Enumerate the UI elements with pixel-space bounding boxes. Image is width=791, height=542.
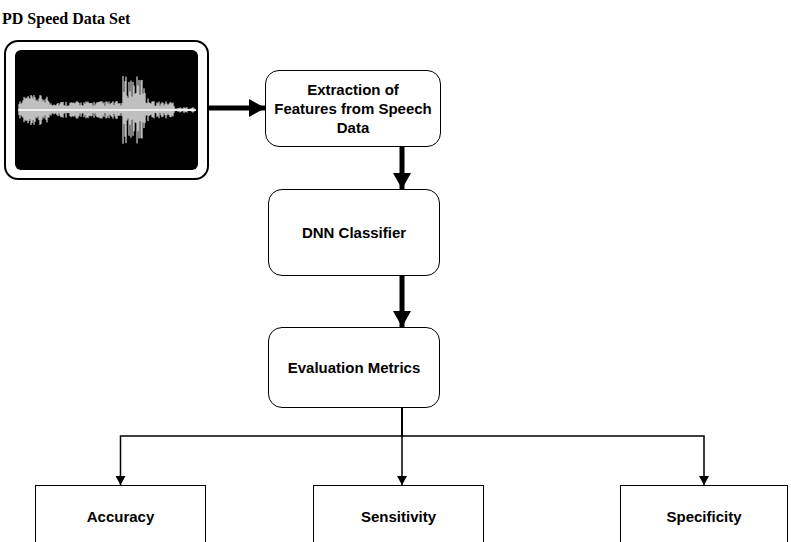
- box-label: Extraction of Features from Speech Data: [266, 80, 440, 137]
- data-set-heading: PD Speed Data Set: [2, 9, 130, 28]
- metric-box: Specificity: [620, 485, 788, 542]
- flow-arrow: [209, 106, 265, 111]
- process-box: Evaluation Metrics: [268, 327, 440, 408]
- box-label: Accuracy: [79, 507, 163, 526]
- box-label: DNN Classifier: [294, 223, 414, 242]
- waveform-screen: [15, 50, 198, 170]
- speech-image-box: PD Speed Data Set: [4, 40, 209, 180]
- waveform-baseline: [18, 109, 196, 111]
- metric-arrow: [121, 408, 403, 485]
- box-label: Specificity: [658, 507, 749, 526]
- process-box: Extraction of Features from Speech Data: [265, 70, 441, 147]
- metric-box: Accuracy: [35, 485, 206, 542]
- process-box: DNN Classifier: [268, 189, 440, 276]
- flow-arrow: [400, 276, 405, 327]
- flow-arrow: [400, 147, 405, 189]
- box-label: Evaluation Metrics: [280, 358, 429, 377]
- metric-box: Sensitivity: [313, 485, 484, 542]
- waveform-illustration: [4, 40, 209, 180]
- box-label: Sensitivity: [353, 507, 444, 526]
- metric-arrow: [402, 408, 704, 485]
